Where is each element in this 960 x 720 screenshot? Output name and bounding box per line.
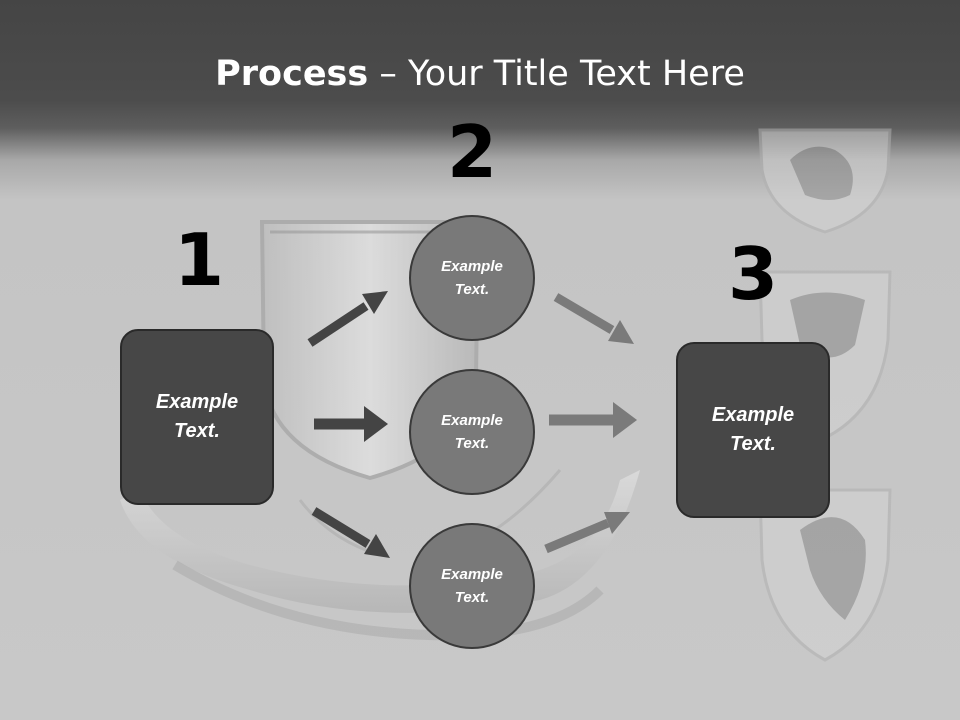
step-number-3: 3 (727, 232, 779, 316)
title-rest: – Your Title Text Here (368, 54, 745, 94)
arrow-to-middle-circle (314, 406, 388, 442)
step-number-1: 1 (173, 218, 225, 302)
step-number-2: 2 (446, 110, 498, 194)
circle-bottom-text: Example Text. (441, 566, 503, 606)
circle-top: Example Text. (409, 215, 535, 341)
left-step-box: Example Text. (120, 329, 274, 505)
right-step-box: Example Text. (676, 342, 830, 518)
circle-top-text: Example Text. (441, 258, 503, 298)
arrow-to-top-circle (307, 291, 388, 347)
circle-middle: Example Text. (409, 369, 535, 495)
arrow-from-bottom-circle (544, 512, 630, 554)
arrow-from-middle-circle (549, 402, 637, 438)
slide-title: Process – Your Title Text Here (0, 52, 960, 96)
arrow-from-top-circle (553, 293, 634, 344)
title-bold: Process (215, 54, 369, 94)
circle-bottom: Example Text. (409, 523, 535, 649)
circle-middle-text: Example Text. (441, 412, 503, 452)
arrow-to-bottom-circle (311, 507, 390, 558)
right-step-box-text: Example Text. (711, 404, 795, 455)
left-step-box-text: Example Text. (155, 391, 239, 442)
